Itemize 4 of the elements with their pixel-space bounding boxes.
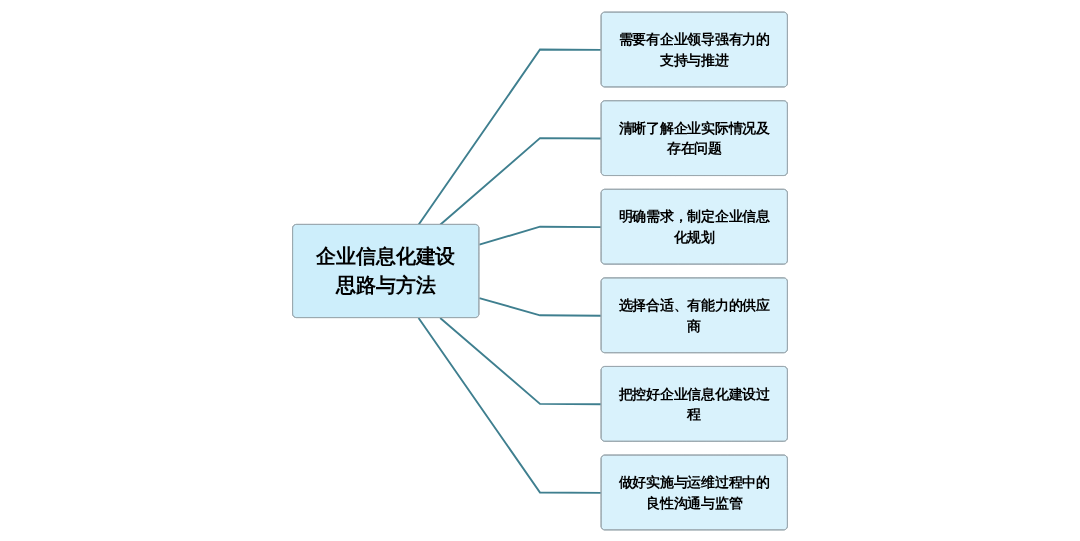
connector: [478, 225, 603, 246]
connector: [478, 296, 603, 317]
connector: [417, 316, 603, 494]
connector: [439, 316, 603, 405]
